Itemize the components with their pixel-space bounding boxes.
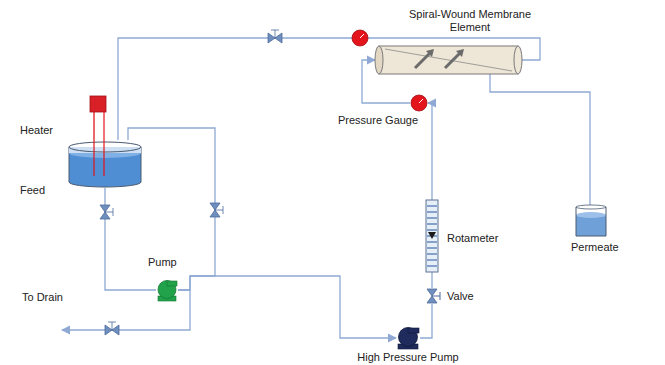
pump-symbol [158, 281, 177, 302]
heater-symbol [90, 96, 106, 112]
high-pressure-pump: High Pressure Pump [396, 327, 420, 349]
permeate-tank-outline [575, 205, 607, 237]
hpp-symbol [398, 328, 419, 350]
bypass-valve [210, 203, 223, 217]
beaker-symbol [576, 205, 606, 236]
pipe-connector [428, 103, 432, 200]
feed-tank: Feed [68, 140, 142, 188]
valve-symbol [427, 289, 440, 303]
node-label: Spiral-Wound Membrane Element [395, 8, 545, 34]
gauge-symbol [411, 95, 427, 111]
pipe-connector [420, 304, 432, 338]
pipe-connector [178, 276, 396, 338]
pipe-connector [431, 272, 432, 288]
pipe-connector [490, 74, 590, 205]
node-label: High Pressure Pump [357, 351, 459, 364]
feed-valve [100, 205, 113, 219]
pressure-gauge-outline [410, 94, 428, 112]
tank-symbol [69, 112, 141, 187]
rotameter-outline [425, 200, 439, 272]
membrane-element-outline [375, 46, 522, 74]
node-label: Heater [20, 124, 53, 137]
node-label: Rotameter [447, 232, 498, 245]
drain-valve [105, 322, 119, 335]
feed-tank-outline [68, 140, 142, 188]
membrane-element: Spiral-Wound Membrane Element [375, 46, 522, 74]
rotameter-symbol [426, 200, 438, 272]
permeate-tank: Permeate [575, 205, 607, 237]
high-pressure-pump-outline [396, 327, 420, 349]
node-label: Pressure Gauge [338, 114, 418, 127]
node-label: Feed [20, 184, 45, 197]
return-valve [268, 30, 282, 43]
pipe-connector [105, 188, 156, 290]
node-label: Permeate [571, 241, 619, 254]
heater-block: Heater [90, 96, 106, 112]
node-label: Pump [148, 256, 177, 269]
feed-pump-outline [156, 280, 178, 301]
return-pressure-gauge [352, 30, 368, 46]
node-label: Valve [447, 290, 474, 303]
pipe-connector [93, 112, 94, 140]
free-label: To Drain [22, 291, 63, 304]
pressure-gauge: Pressure Gauge [410, 94, 428, 112]
pipe-connector [118, 38, 540, 140]
feed-pump: Pump [156, 280, 178, 301]
rotameter: Rotameter [425, 200, 439, 272]
control-valve: Valve [425, 288, 439, 304]
control-valve-outline [425, 288, 439, 304]
heater-block-outline [90, 96, 106, 112]
membrane-symbol [375, 46, 522, 74]
